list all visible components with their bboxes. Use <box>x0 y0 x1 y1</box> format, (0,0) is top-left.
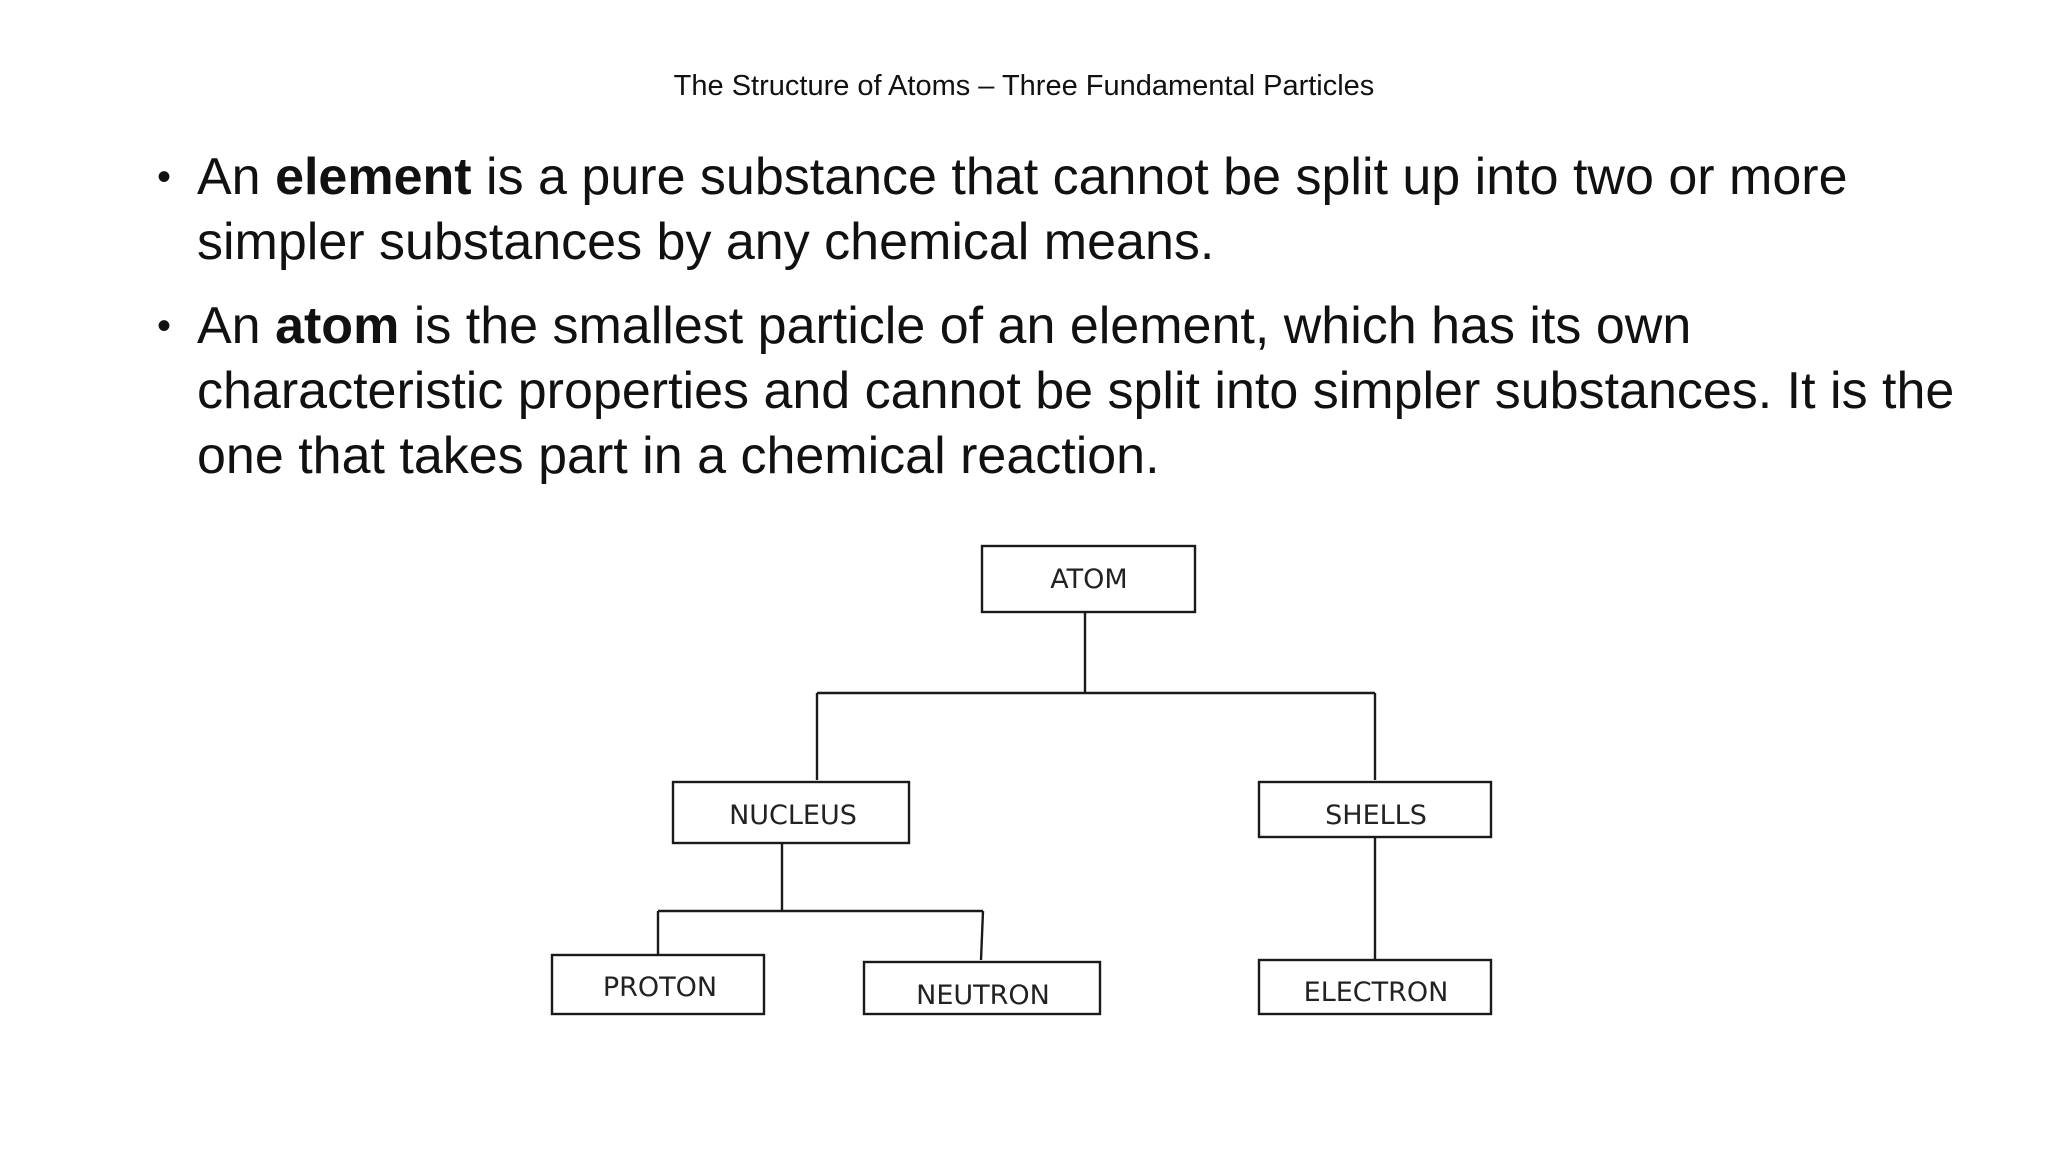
bullet-atom-definition: • An atom is the smallest particle of an… <box>155 294 1955 489</box>
proton-label: PROTON <box>603 972 717 1003</box>
atom-label: ATOM <box>1050 564 1127 595</box>
bullet-text-pre: An <box>197 148 276 206</box>
bullet-text-post: is the smallest particle of an element, … <box>197 297 1955 485</box>
bullet-term: element <box>275 148 472 206</box>
electron-box <box>1257 958 1493 1016</box>
connector-to-neutron <box>979 910 985 961</box>
bullet-dot-icon: • <box>157 304 172 348</box>
electron-label: ELECTRON <box>1304 977 1449 1008</box>
bullet-list: • An element is a pure substance that ca… <box>155 145 1955 508</box>
bullet-text: An element is a pure substance that cann… <box>197 148 1848 271</box>
nucleus-box <box>671 780 911 845</box>
bullet-element-definition: • An element is a pure substance that ca… <box>155 145 1955 275</box>
atom-box <box>980 544 1197 614</box>
neutron-label: NEUTRON <box>916 980 1050 1011</box>
proton-box <box>550 953 766 1016</box>
shells-box <box>1257 780 1493 839</box>
bullet-text-pre: An <box>197 297 276 355</box>
bullet-text: An atom is the smallest particle of an e… <box>197 297 1954 485</box>
bullet-text-post: is a pure substance that cannot be split… <box>197 148 1848 271</box>
shells-label: SHELLS <box>1325 800 1427 831</box>
slide-title: The Structure of Atoms – Three Fundament… <box>673 70 1375 102</box>
bullet-dot-icon: • <box>157 155 172 199</box>
bullet-term: atom <box>275 297 400 355</box>
nucleus-label: NUCLEUS <box>729 800 857 831</box>
neutron-box <box>862 960 1102 1016</box>
